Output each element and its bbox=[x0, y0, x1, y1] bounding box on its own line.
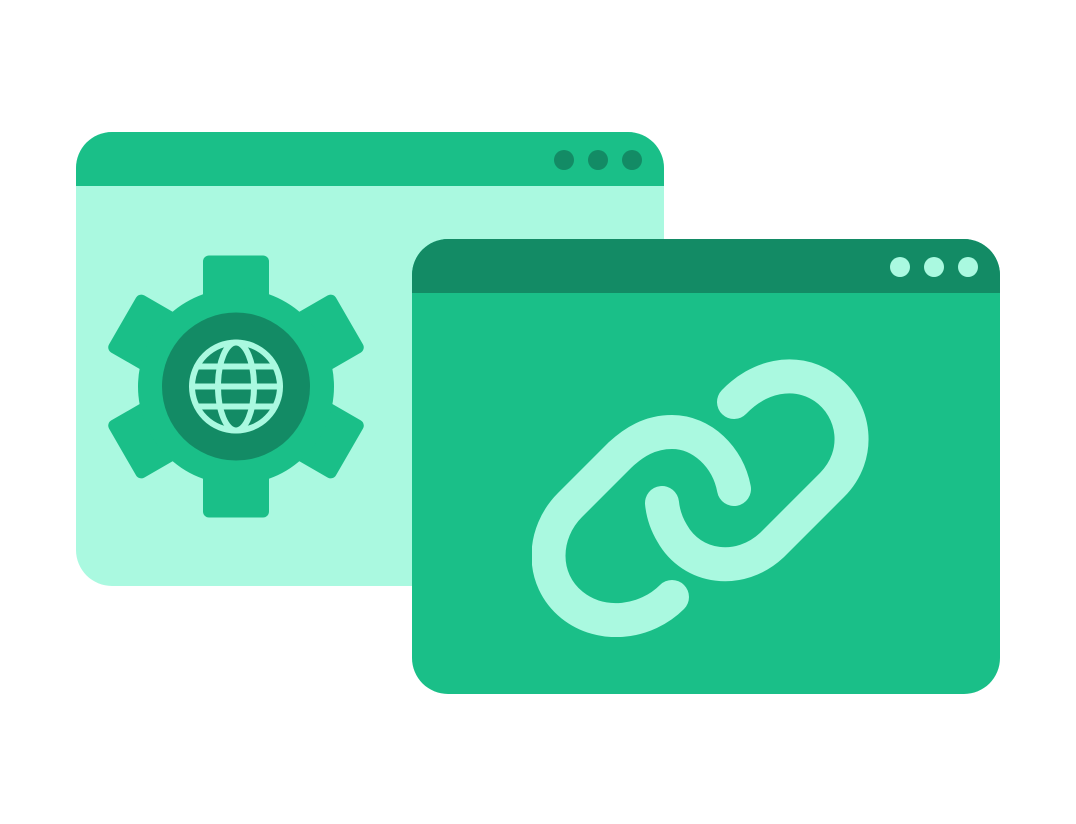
settings-window-titlebar bbox=[76, 132, 664, 186]
window-dot-icon bbox=[588, 150, 608, 170]
link-window bbox=[412, 239, 1000, 694]
window-dot-icon bbox=[890, 257, 910, 277]
window-dot-icon bbox=[958, 257, 978, 277]
window-dot-icon bbox=[924, 257, 944, 277]
link-window-titlebar bbox=[412, 239, 1000, 293]
window-dot-icon bbox=[622, 150, 642, 170]
link-icon bbox=[532, 359, 869, 637]
gear-icon bbox=[108, 255, 364, 518]
globe-icon bbox=[189, 339, 283, 434]
link-window-controls bbox=[890, 257, 978, 277]
window-dot-icon bbox=[554, 150, 574, 170]
settings-window-controls bbox=[554, 150, 642, 170]
